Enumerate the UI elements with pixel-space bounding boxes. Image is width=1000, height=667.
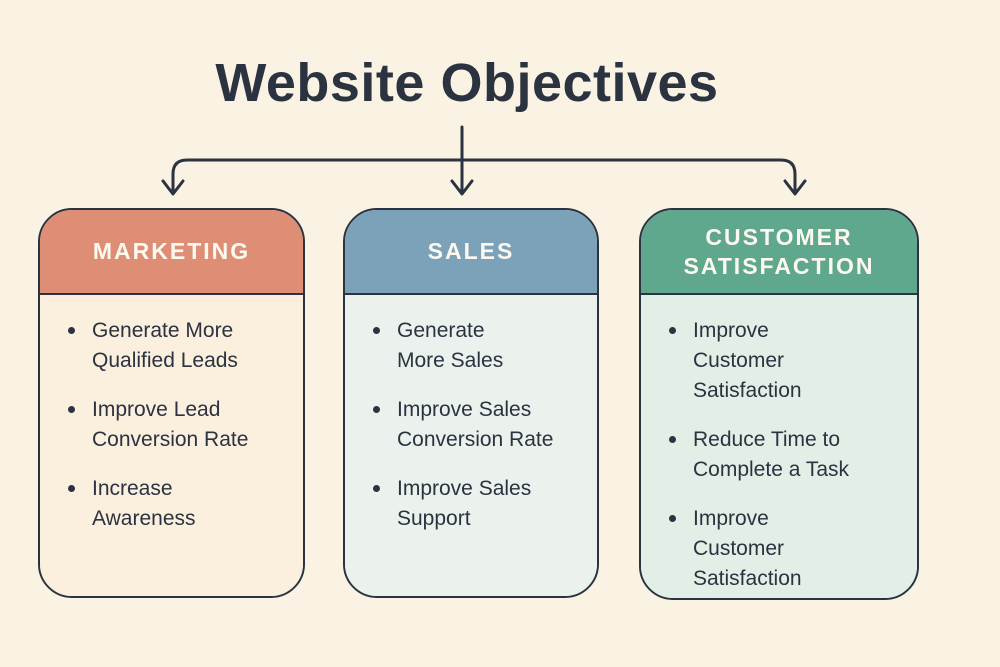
page-title: Website Objectives — [215, 53, 719, 113]
card-marketing-header: MARKETING — [40, 210, 303, 295]
list-item-text: Improve Sales Conversion Rate — [397, 398, 554, 451]
list-item-text: Generate More Sales — [397, 319, 504, 372]
list-item-text: Improve Customer Satisfaction — [693, 507, 802, 590]
list-item: Improve Sales Support — [373, 474, 587, 534]
bullet-icon — [669, 436, 676, 443]
bullet-icon — [373, 327, 380, 334]
list-item: Improve Customer Satisfaction — [669, 316, 907, 406]
list-item: Reduce Time to Complete a Task — [669, 425, 907, 485]
card-marketing-list: Generate More Qualified Leads Improve Le… — [40, 295, 303, 596]
card-customer-satisfaction-header: CUSTOMER SATISFACTION — [641, 210, 917, 295]
bullet-icon — [68, 327, 75, 334]
bullet-icon — [373, 485, 380, 492]
card-customer-satisfaction-list: Improve Customer Satisfaction Reduce Tim… — [641, 295, 917, 598]
list-item: Increase Awareness — [68, 474, 293, 534]
arrowhead-left-icon — [161, 179, 185, 196]
card-customer-satisfaction: CUSTOMER SATISFACTION Improve Customer S… — [639, 208, 919, 600]
bullet-icon — [68, 485, 75, 492]
list-item-text: Improve Sales Support — [397, 477, 532, 530]
card-marketing-title: MARKETING — [92, 238, 251, 265]
list-item: Improve Customer Satisfaction — [669, 504, 907, 594]
list-item: Generate More Sales — [373, 316, 587, 376]
list-item: Improve Sales Conversion Rate — [373, 395, 587, 455]
list-item-text: Reduce Time to Complete a Task — [693, 428, 850, 481]
arrowhead-center-icon — [450, 179, 474, 196]
list-item-text: Improve Customer Satisfaction — [693, 319, 802, 402]
list-item-text: Generate More Qualified Leads — [92, 319, 238, 372]
branch-line — [171, 158, 797, 192]
card-sales-list: Generate More Sales Improve Sales Conver… — [345, 295, 597, 596]
bullet-icon — [669, 515, 676, 522]
arrowhead-right-icon — [783, 179, 807, 196]
card-sales-title: SALES — [427, 238, 515, 265]
bullet-icon — [669, 327, 676, 334]
card-sales: SALES Generate More Sales Improve Sales … — [343, 208, 599, 598]
bullet-icon — [68, 406, 75, 413]
list-item: Generate More Qualified Leads — [68, 316, 293, 376]
list-item-text: Improve Lead Conversion Rate — [92, 398, 249, 451]
list-item: Improve Lead Conversion Rate — [68, 395, 293, 455]
card-customer-satisfaction-title: CUSTOMER SATISFACTION — [683, 223, 875, 279]
card-sales-header: SALES — [345, 210, 597, 295]
bullet-icon — [373, 406, 380, 413]
card-marketing: MARKETING Generate More Qualified Leads … — [38, 208, 305, 598]
list-item-text: Increase Awareness — [92, 477, 196, 530]
